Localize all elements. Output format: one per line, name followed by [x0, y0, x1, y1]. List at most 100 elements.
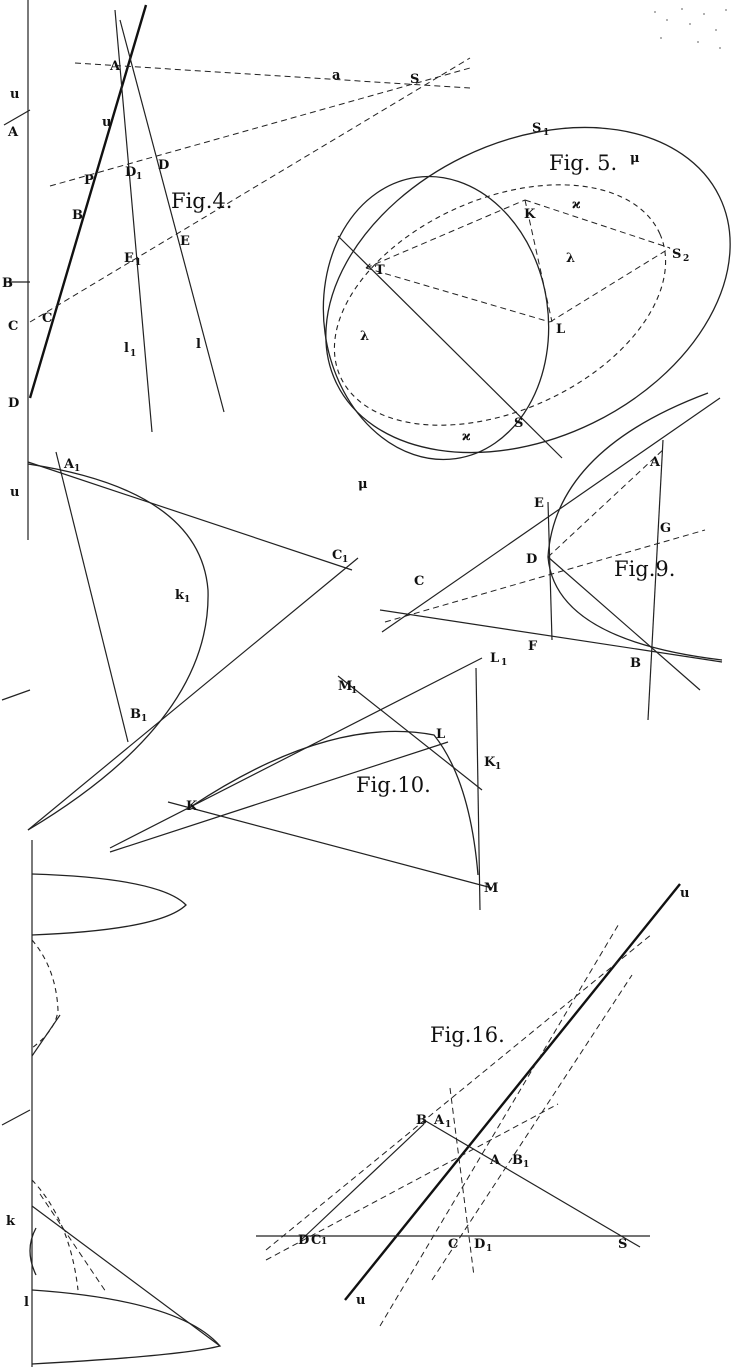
fig10-line-kl [109, 741, 449, 853]
fig10-title: Fig.10. [356, 773, 431, 797]
fig4-dashed-a [74, 62, 471, 89]
fig16-line-bs [423, 1119, 641, 1248]
fig16-dashed-1 [265, 933, 653, 1251]
fig10-label-m1-sub: 1 [351, 686, 357, 696]
fig5-ts1 [365, 199, 526, 269]
fig5-label-s1: S [532, 121, 541, 136]
figure-5: S 1 μ Fig. 5. K ϰ λ S 2 T L λ S ϰ μ [322, 121, 731, 492]
fig16-label-a1-sub: 1 [445, 1120, 451, 1130]
fig16-title: Fig.16. [430, 1023, 505, 1047]
fig5-line-t [337, 235, 563, 459]
paper-specks [654, 8, 727, 49]
partial-curve-upper [31, 873, 187, 936]
fig16-label-a1: A [433, 1113, 445, 1128]
fig5-label-s2: S [672, 247, 681, 262]
fig9-curve [547, 392, 723, 661]
fig5-label-mu-bottom: μ [358, 477, 368, 492]
fig10-line-km [167, 801, 493, 889]
margin-label-b: B [2, 276, 13, 291]
fig5-label-l: L [556, 322, 565, 337]
fig5-label-lambda-left: λ [360, 329, 369, 344]
fig16-label-d1-sub: 1 [486, 1244, 492, 1254]
fig4-label-e: E [180, 234, 190, 249]
fig4-label-l1: l [124, 341, 129, 356]
fig4-label-c: C [42, 311, 52, 326]
fig5-label-kappa-top: ϰ [572, 197, 581, 212]
partial-curve-upper-dashed [31, 939, 59, 1049]
fig4-label-e1: E [124, 251, 134, 266]
fig9-dashed-da [547, 447, 666, 558]
figk1-label-k1: k [175, 588, 185, 603]
fig4-label-d: D [158, 158, 169, 173]
fig5-ks2 [524, 199, 671, 249]
fig16-label-a: A [489, 1153, 501, 1168]
fig4-label-l: l [196, 337, 201, 352]
fig9-label-d: D [526, 552, 537, 567]
fig4-label-e1-sub: 1 [135, 258, 141, 268]
figk1-label-c1-sub: 1 [342, 555, 348, 565]
fig9-label-a: A [649, 455, 661, 470]
fig16-line-b-c1 [299, 1123, 425, 1242]
figk1-label-b1: B [130, 707, 141, 722]
fig16-label-b: B [416, 1113, 427, 1128]
figure-16: u Fig.16. B A 1 A B 1 D C 1 C D 1 S u [256, 883, 689, 1327]
figure-9: A E G D Fig.9. C F B [379, 392, 723, 721]
fig16-dashed-2 [265, 1103, 559, 1261]
fig9-label-e: E [534, 496, 544, 511]
fig16-label-s: S [618, 1237, 627, 1252]
figk1-tangent-b1 [27, 557, 359, 831]
fig16-label-b1: B [512, 1153, 523, 1168]
figure-k1: A 1 C 1 k 1 B 1 [27, 451, 359, 831]
fig9-label-b: B [630, 656, 641, 671]
fig5-label-kappa-bottom: ϰ [462, 429, 471, 444]
fig5-label-t: T [375, 263, 385, 278]
partial-tangent-lower [31, 1205, 221, 1347]
fig4-line-l [119, 19, 225, 413]
fig5-label-lambda-right: λ [566, 251, 575, 266]
fig5-conic-mu [325, 126, 731, 454]
fig4-label-s: S [410, 72, 419, 87]
fig16-dashed-3 [449, 1087, 475, 1277]
fig9-label-f: F [528, 639, 538, 654]
fig16-label-c1-sub: 1 [321, 1237, 327, 1247]
left-margin-figure: u A B C D u k l [1, 0, 33, 1367]
fig5-ts [365, 261, 373, 269]
fig10-line-kl1 [109, 657, 483, 849]
fig10-label-l1: L [490, 651, 499, 666]
fig4-dashed-c [29, 57, 471, 323]
fig16-label-d: D [298, 1233, 309, 1248]
fig5-label-s1-sub: 1 [543, 128, 549, 138]
fig10-curve [191, 730, 479, 876]
figk1-curve [27, 463, 209, 831]
fig4-label-u: u [102, 115, 111, 130]
fig5-label-mu-top: μ [630, 151, 640, 166]
fig5-ls2 [549, 247, 671, 323]
fig16-dashed-5 [431, 974, 633, 1281]
margin-label-k: k [6, 1214, 16, 1229]
figk1-label-k1-sub: 1 [184, 595, 190, 605]
fig9-title: Fig.9. [614, 557, 675, 581]
fig10-label-m: M [484, 881, 498, 896]
fig10-label-l: L [436, 727, 445, 742]
fig4-label-p: P [84, 173, 94, 188]
fig16-label-u-bottom: u [356, 1293, 365, 1308]
fig16-label-b1-sub: 1 [523, 1160, 529, 1170]
fig4-title: Fig.4. [171, 189, 232, 213]
fig9-label-c: C [414, 574, 424, 589]
figure-4: A a S u P D 1 D Fig.4. B E E 1 C l 1 l [28, 4, 471, 433]
fig9-line-ca [381, 397, 721, 633]
fig5-conic-lambda [322, 175, 550, 461]
fig10-line-m1k1 [337, 675, 483, 791]
fig10-label-m1: M [338, 679, 352, 694]
fig16-line-u [344, 883, 681, 1301]
fig10-label-k1-sub: 1 [495, 762, 501, 772]
fig5-conic-kappa [333, 184, 667, 426]
fig4-label-d1: D [125, 165, 136, 180]
fig9-line-da [547, 556, 701, 691]
fig4-label-a-point: A [109, 59, 121, 74]
figk1-label-a1-sub: 1 [74, 464, 80, 474]
fig5-title: Fig. 5. [549, 151, 617, 175]
figk1-label-b1-sub: 1 [141, 714, 147, 724]
fig16-dashed-4 [379, 921, 621, 1327]
fig9-dashed-cg [384, 529, 706, 623]
